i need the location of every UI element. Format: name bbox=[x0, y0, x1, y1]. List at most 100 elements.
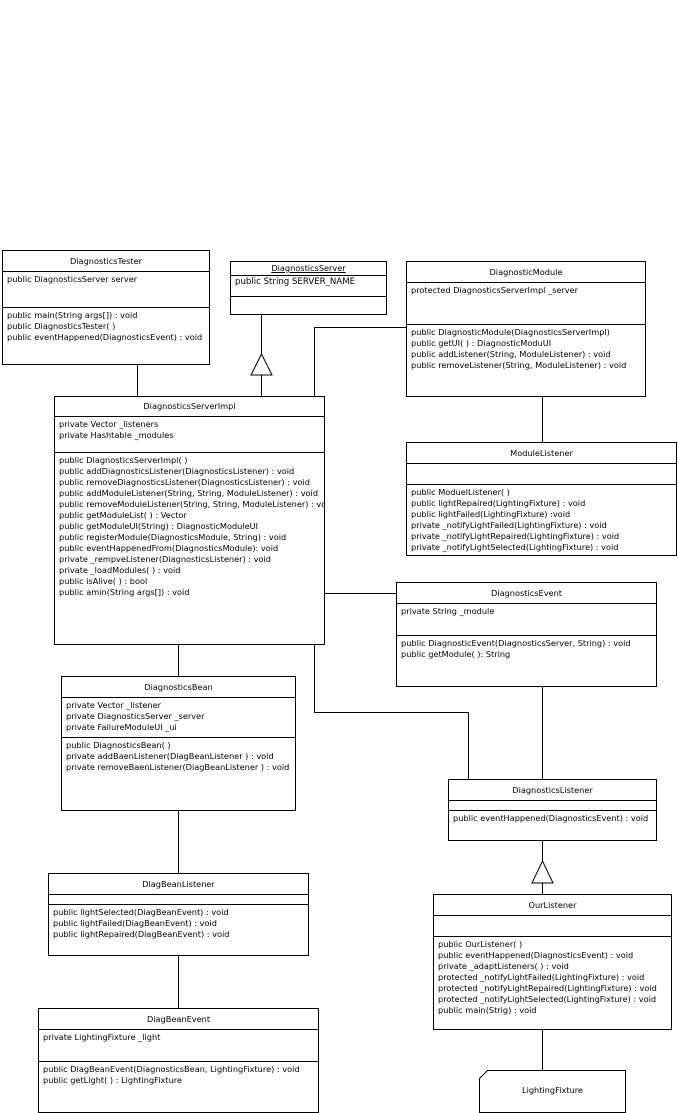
operation: public removeModuleListener(String, Stri… bbox=[59, 499, 325, 509]
attribute: protected DiagnosticsServerImpl _server bbox=[411, 285, 579, 295]
class-attributes: private Vector _listener private Diagnos… bbox=[62, 698, 295, 738]
class-operations: public main(String args[]) : void public… bbox=[3, 308, 209, 345]
operation: public lightRepaired(LightingFixture) : … bbox=[411, 498, 586, 508]
attribute: private String _module bbox=[401, 606, 495, 616]
class-name: DiagnosticsTester bbox=[3, 251, 209, 272]
operation: public removeDiagnosticsListener(Diagnos… bbox=[59, 477, 310, 487]
operation: public removeListener(String, ModuleList… bbox=[411, 360, 627, 370]
attribute: public String SERVER_NAME bbox=[235, 277, 356, 287]
class-attributes bbox=[407, 464, 676, 485]
note-label: LightingFixture bbox=[522, 1085, 583, 1095]
class-diagnostics-server[interactable]: DiagnosticsServer public String SERVER_N… bbox=[230, 261, 387, 315]
class-attributes: private LightingFixture _light bbox=[39, 1030, 318, 1062]
operation: public lightFailed(LightingFixture) :voi… bbox=[411, 509, 571, 519]
class-module-listener[interactable]: ModuleListener public ModuelListener( ) … bbox=[406, 442, 677, 556]
attribute: private Vector _listener bbox=[66, 700, 161, 710]
operation: protected _notifyLightFailed(LightingFix… bbox=[438, 972, 645, 982]
class-operations: public DiagnosticModule(DiagnosticsServe… bbox=[407, 325, 645, 373]
operation: private _notifyLightSelected(LightingFix… bbox=[411, 542, 619, 552]
class-diag-bean-event[interactable]: DiagBeanEvent private LightingFixture _l… bbox=[38, 1008, 319, 1113]
operation: public addModuleListener(String, String,… bbox=[59, 488, 319, 498]
class-attributes: public DiagnosticsServer server bbox=[3, 272, 209, 308]
attribute: private Vector _listeners bbox=[59, 419, 159, 429]
class-operations: public DiagnosticsBean( ) private addBae… bbox=[62, 738, 295, 775]
class-attributes: private Vector _listeners private Hashta… bbox=[55, 417, 324, 453]
operation: public DiagnosticsBean( ) bbox=[66, 740, 171, 750]
operation: public getModule( ): String bbox=[401, 649, 511, 659]
class-diagnostics-tester[interactable]: DiagnosticsTester public DiagnosticsServ… bbox=[2, 250, 210, 365]
operation: public getModuleList( ) : Vector bbox=[59, 510, 187, 520]
class-operations: public eventHappened(DiagnosticsEvent) :… bbox=[449, 811, 656, 826]
class-name: DiagBeanListener bbox=[49, 874, 308, 895]
operation: public addListener(String, ModuleListene… bbox=[411, 349, 611, 359]
class-operations: public OurListener( ) public eventHappen… bbox=[434, 937, 671, 1018]
association-line bbox=[314, 327, 407, 397]
class-attributes bbox=[49, 895, 308, 905]
operation: public DiagnosticEvent(DiagnosticsServer… bbox=[401, 638, 631, 648]
operation: public eventHappened(DiagnosticsEvent) :… bbox=[7, 332, 203, 342]
class-diag-bean-listener[interactable]: DiagBeanListener public lightSelected(Di… bbox=[48, 873, 309, 956]
class-diagnostic-module[interactable]: DiagnosticModule protected DiagnosticsSe… bbox=[406, 261, 646, 397]
operation: public lightSelected(DiagBeanEvent) : vo… bbox=[53, 907, 229, 917]
class-name: DiagBeanEvent bbox=[39, 1009, 318, 1030]
class-attributes: protected DiagnosticsServerImpl _server bbox=[407, 283, 645, 325]
operation: public addDiagnosticsListener(Diagnostic… bbox=[59, 466, 295, 476]
class-operations: public lightSelected(DiagBeanEvent) : vo… bbox=[49, 905, 308, 942]
operation: public eventHappened(DiagnosticsEvent) :… bbox=[453, 813, 649, 823]
class-name: DiagnosticsListener bbox=[449, 780, 656, 801]
operation: public DiagBeanEvent(DiagnosticsBean, Li… bbox=[43, 1064, 300, 1074]
class-operations bbox=[231, 297, 386, 301]
class-operations: public DiagnosticEvent(DiagnosticsServer… bbox=[397, 636, 656, 662]
attribute: public DiagnosticsServer server bbox=[7, 274, 138, 284]
class-diagnostics-event[interactable]: DiagnosticsEvent private String _module … bbox=[396, 582, 657, 687]
lighting-fixture-box[interactable]: LightingFixture bbox=[479, 1070, 626, 1113]
class-diagnostics-bean[interactable]: DiagnosticsBean private Vector _listener… bbox=[61, 676, 296, 811]
operation: private _notifyLightFailed(LightingFixtu… bbox=[411, 520, 607, 530]
class-name: ModuleListener bbox=[407, 443, 676, 464]
operation: public ModuelListener( ) bbox=[411, 487, 510, 497]
operation: public lightRepaired(DiagBeanEvent) : vo… bbox=[53, 929, 230, 939]
class-operations: public DiagnosticsServerImpl( ) public a… bbox=[55, 453, 324, 600]
class-our-listener[interactable]: OurListener public OurListener( ) public… bbox=[433, 894, 672, 1030]
class-name: DiagnosticsServerImpl bbox=[55, 397, 324, 417]
operation: public getModuleUI(String) : DiagnosticM… bbox=[59, 521, 259, 531]
attribute: private Hashtable _modules bbox=[59, 430, 174, 440]
class-diagnostics-listener[interactable]: DiagnosticsListener public eventHappened… bbox=[448, 779, 657, 841]
operation: public eventHappened(DiagnosticsEvent) :… bbox=[438, 950, 634, 960]
generalization-arrowhead bbox=[531, 859, 554, 884]
class-diagnostics-server-impl[interactable]: DiagnosticsServerImpl private Vector _li… bbox=[54, 396, 325, 645]
class-attributes bbox=[449, 801, 656, 811]
operation: public isAlive( ) : bool bbox=[59, 576, 148, 586]
association-line bbox=[314, 644, 469, 780]
class-name: DiagnosticsEvent bbox=[397, 583, 656, 604]
attribute: private FailureModuleUI _ui bbox=[66, 722, 177, 732]
class-attributes: private String _module bbox=[397, 604, 656, 636]
operation: public getLight( ) : LightingFixture bbox=[43, 1075, 183, 1085]
operation: protected _notifyLightRepaired(LightingF… bbox=[438, 983, 657, 993]
operation: private _rempveListener(DiagnosticsListe… bbox=[59, 554, 271, 564]
attribute: private LightingFixture _light bbox=[43, 1032, 161, 1042]
operation: public OurListener( ) bbox=[438, 939, 523, 949]
class-attributes: public String SERVER_NAME bbox=[231, 276, 386, 297]
operation: public getUI( ) : DiagnosticModuUI bbox=[411, 338, 552, 348]
class-operations: public DiagBeanEvent(DiagnosticsBean, Li… bbox=[39, 1062, 318, 1088]
operation: private _adaptListeners( ) : void bbox=[438, 961, 569, 971]
operation: public main(String args[]) : void bbox=[7, 310, 138, 320]
class-name: OurListener bbox=[434, 895, 671, 916]
class-name: DiagnosticsBean bbox=[62, 677, 295, 698]
operation: private addBaenListener(DiagBeanListener… bbox=[66, 751, 274, 761]
operation: public DiagnosticModule(DiagnosticsServe… bbox=[411, 327, 610, 337]
class-attributes bbox=[434, 916, 671, 937]
operation: public eventHappenedFrom(DiagnosticsModu… bbox=[59, 543, 279, 553]
operation: private _loadModules( ) : void bbox=[59, 565, 181, 575]
operation: private removeBaenListener(DiagBeanListe… bbox=[66, 762, 290, 772]
attribute: private DiagnosticsServer _server bbox=[66, 711, 205, 721]
class-name: DiagnosticModule bbox=[407, 262, 645, 283]
operation: public lightFailed(DiagBeanEvent) : void bbox=[53, 918, 217, 928]
operation: protected _notifyLightSelected(LightingF… bbox=[438, 994, 657, 1004]
operation: public DiagnosticsTester( ) bbox=[7, 321, 116, 331]
operation: public amin(String args[]) : void bbox=[59, 587, 190, 597]
operation: private _notifyLightRepaired(LightingFix… bbox=[411, 531, 620, 541]
operation: public DiagnosticsServerImpl( ) bbox=[59, 455, 188, 465]
